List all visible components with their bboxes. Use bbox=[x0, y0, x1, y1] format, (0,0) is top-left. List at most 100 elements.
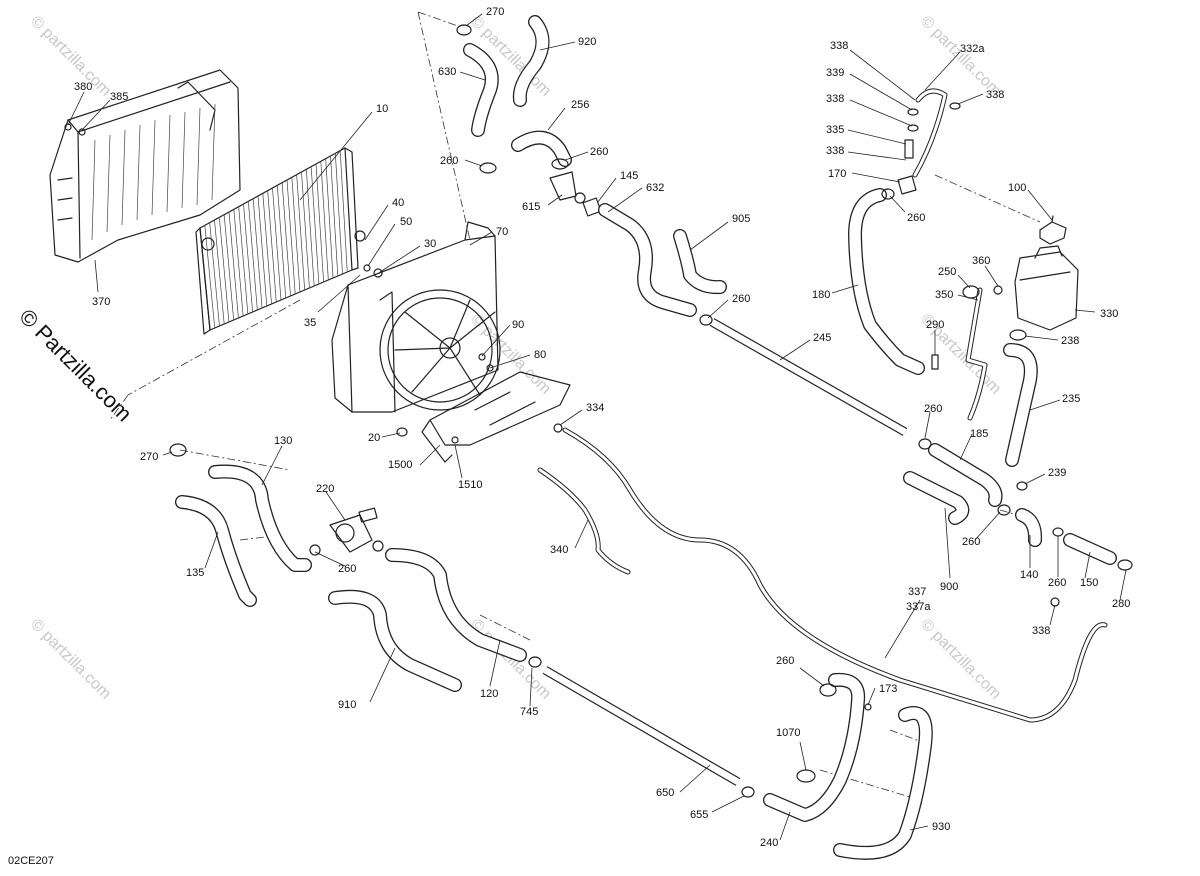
callout-label: 30 bbox=[424, 238, 436, 250]
callout-label: 50 bbox=[400, 216, 412, 228]
part-930-hose bbox=[833, 706, 933, 860]
callout-label: 140 bbox=[1020, 569, 1038, 581]
radiator-fin-line bbox=[204, 225, 216, 329]
part-140-elbow bbox=[1015, 508, 1043, 547]
radiator-fin-line bbox=[218, 217, 230, 323]
radiator-fin-line bbox=[320, 161, 329, 281]
radiator-fin-line bbox=[252, 198, 263, 309]
part-335-fitting bbox=[904, 102, 961, 159]
callout-label: 238 bbox=[1061, 335, 1079, 347]
callout-label: 20 bbox=[368, 432, 380, 444]
callout-label: 250 bbox=[938, 266, 956, 278]
radiator-fins bbox=[204, 150, 348, 329]
callout-label: 235 bbox=[1062, 393, 1080, 405]
watermark-text: © partzilla.com bbox=[27, 616, 114, 703]
callout-label: 905 bbox=[732, 213, 750, 225]
callout-label: 260 bbox=[924, 403, 942, 415]
callout-label: 338 bbox=[986, 89, 1004, 101]
part-332a-hose bbox=[912, 88, 948, 178]
callout-label: 120 bbox=[480, 688, 498, 700]
callout-label: 130 bbox=[274, 435, 292, 447]
callout-label: 335 bbox=[826, 124, 844, 136]
radiator-fin-line bbox=[243, 203, 253, 313]
radiator-fin-line bbox=[228, 211, 239, 319]
callout-label: 615 bbox=[522, 201, 540, 213]
part-150-hose bbox=[1063, 533, 1117, 565]
callout-label: 632 bbox=[646, 182, 664, 194]
radiator-fin-line bbox=[296, 174, 306, 291]
callout-label: 90 bbox=[512, 319, 524, 331]
part-100-reservoir-cap bbox=[1039, 215, 1067, 245]
callout-label: 150 bbox=[1080, 577, 1098, 589]
part-330-coolant-reservoir bbox=[1009, 245, 1079, 341]
callout-label: 380 bbox=[74, 81, 92, 93]
callout-label: 920 bbox=[578, 36, 596, 48]
callout-label: 40 bbox=[392, 197, 404, 209]
callout-label: 332a bbox=[960, 43, 985, 55]
watermark-faint: © partzilla.com © partzilla.com © partzi… bbox=[27, 13, 1004, 703]
callout-label: 1500 bbox=[388, 459, 412, 471]
radiator-fin-line bbox=[262, 193, 272, 305]
radiator-fin-line bbox=[301, 171, 310, 289]
part-180-hose bbox=[848, 188, 925, 375]
leader-lines bbox=[67, 13, 1127, 841]
watermark-text: © partzilla.com bbox=[917, 13, 1004, 100]
callout-label: 260 bbox=[962, 536, 980, 548]
radiator-fin-line bbox=[233, 209, 244, 317]
part-185-hose bbox=[928, 443, 1003, 507]
callout-label: 350 bbox=[935, 289, 953, 301]
part-337-hose bbox=[562, 427, 1108, 723]
part-235-hose bbox=[1003, 343, 1038, 467]
callout-label: 240 bbox=[760, 837, 778, 849]
part-350-hose bbox=[965, 287, 988, 421]
radiator-fin-line bbox=[330, 155, 339, 277]
part-920-hose bbox=[512, 15, 550, 107]
part-900-hose bbox=[903, 471, 970, 525]
callout-label: 260 bbox=[907, 212, 925, 224]
callout-label: 185 bbox=[970, 428, 988, 440]
radiator-fin-line bbox=[257, 195, 268, 307]
callout-label: 334 bbox=[586, 402, 604, 414]
radiator-fin-line bbox=[281, 182, 291, 297]
callout-label: 900 bbox=[940, 581, 958, 593]
radiator-fin-line bbox=[325, 158, 334, 279]
callout-label: 245 bbox=[813, 332, 831, 344]
callout-label: 930 bbox=[932, 821, 950, 833]
callout-label: 290 bbox=[926, 319, 944, 331]
part-905-hose bbox=[673, 229, 727, 295]
callout-label: 135 bbox=[186, 567, 204, 579]
callout-label: 650 bbox=[656, 787, 674, 799]
callout-label: 338 bbox=[830, 40, 848, 52]
radiator-fin-line bbox=[305, 169, 315, 287]
part-240-hose bbox=[763, 672, 866, 822]
callout-label: 370 bbox=[92, 296, 110, 308]
callout-label: 1510 bbox=[458, 479, 482, 491]
part-632-hose bbox=[598, 203, 697, 317]
radiator-fin-line bbox=[315, 163, 324, 283]
part-callouts: 270 920 630 256 260 260 145 615 632 905 … bbox=[74, 6, 1130, 849]
callout-label: 80 bbox=[534, 349, 546, 361]
callout-label: 260 bbox=[590, 146, 608, 158]
callout-label: 260 bbox=[732, 293, 750, 305]
callout-label: 270 bbox=[486, 6, 504, 18]
callout-label: 170 bbox=[828, 168, 846, 180]
callout-label: 260 bbox=[1048, 577, 1066, 589]
radiator-fin-line bbox=[209, 222, 220, 327]
part-220-thermostat-housing bbox=[329, 507, 378, 553]
radiator-fin-line bbox=[339, 150, 348, 273]
callout-label: 260 bbox=[440, 155, 458, 167]
part-630-hose bbox=[463, 43, 499, 137]
part-135-hose bbox=[175, 495, 257, 607]
part-1510-bracket bbox=[421, 371, 571, 463]
callout-label: 360 bbox=[972, 255, 990, 267]
part-145-clamp bbox=[582, 197, 602, 217]
callout-label: 1070 bbox=[776, 727, 800, 739]
callout-label: 655 bbox=[690, 809, 708, 821]
radiator-fin-line bbox=[247, 201, 258, 311]
radiator-fin-line bbox=[276, 185, 287, 299]
radiator-fin-line bbox=[238, 206, 249, 315]
radiator-fin-line bbox=[334, 153, 343, 275]
radiator-fin-line bbox=[286, 179, 296, 295]
callout-label: 337a bbox=[906, 601, 931, 613]
callout-label: 173 bbox=[879, 683, 897, 695]
